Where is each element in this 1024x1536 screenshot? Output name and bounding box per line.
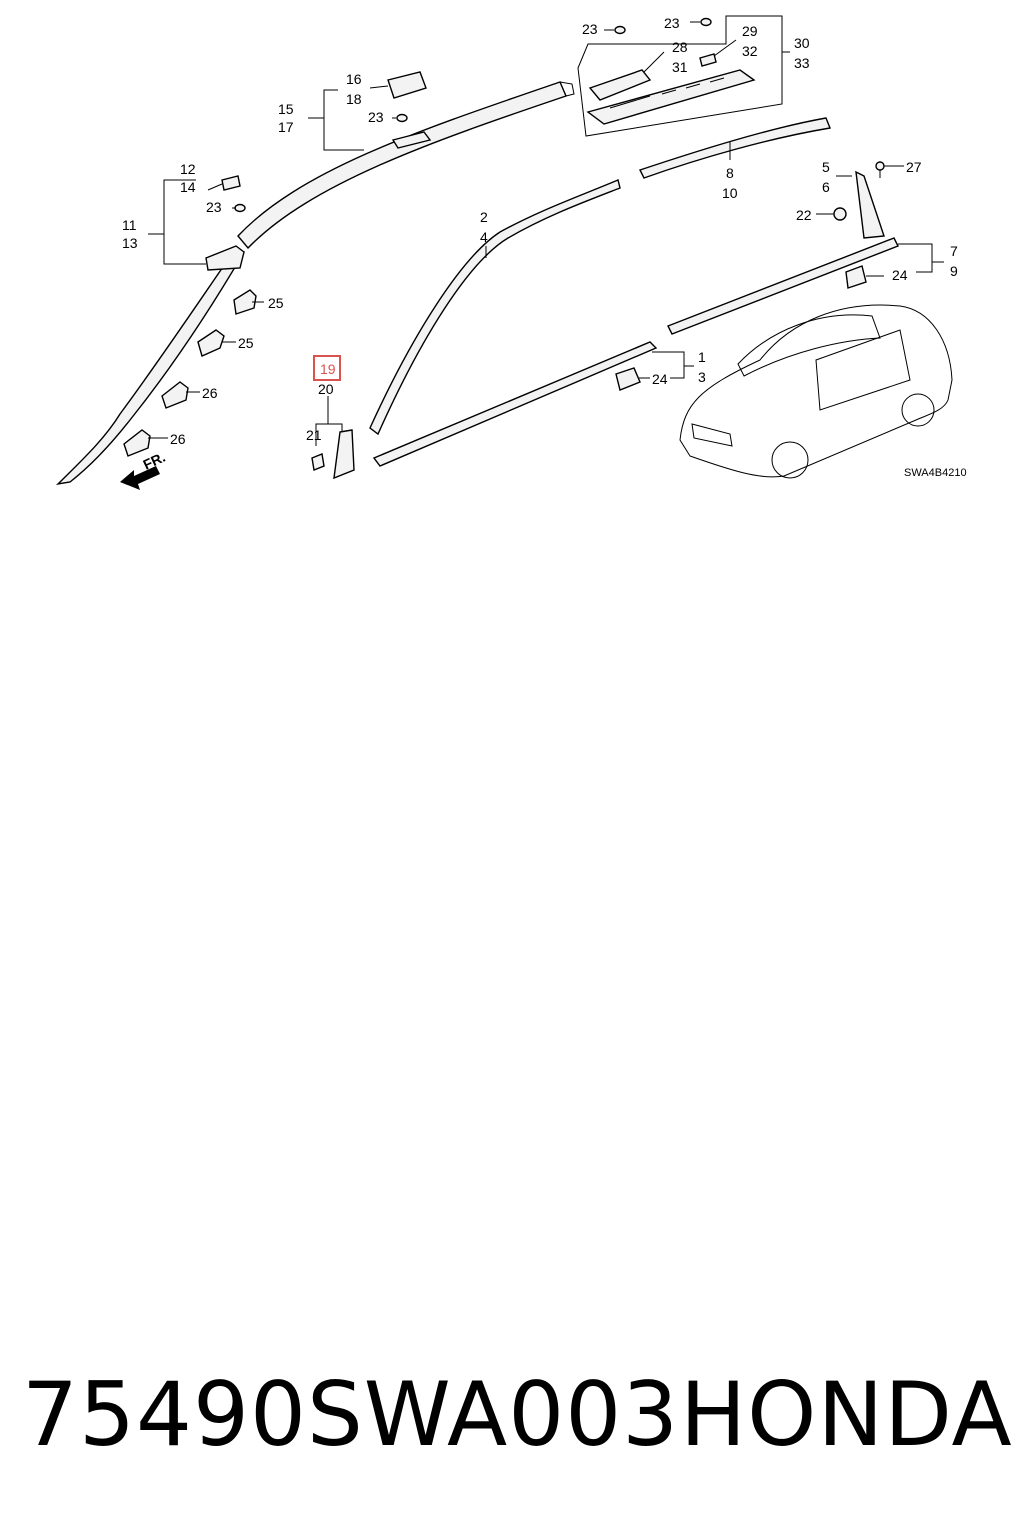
vehicle-illustration xyxy=(679,304,953,479)
callout-19-highlight xyxy=(313,355,341,381)
callout-26-b: 26 xyxy=(170,431,186,447)
callout-18: 18 xyxy=(346,91,362,107)
clip-26-upper xyxy=(161,381,189,409)
callout-14: 14 xyxy=(180,179,196,195)
callout-3: 3 xyxy=(698,369,706,385)
clip-24-front xyxy=(615,367,641,391)
callout-23-c: 23 xyxy=(582,21,598,37)
part-number: 75490SWA003 xyxy=(22,1363,680,1466)
callout-19: 19 xyxy=(320,361,336,377)
callout-26-a: 26 xyxy=(202,385,218,401)
callout-10: 10 xyxy=(722,185,738,201)
callout-labels: 1 2 3 4 5 6 7 8 9 10 11 12 13 14 15 16 1… xyxy=(122,15,958,447)
door-sash-molding xyxy=(369,179,621,436)
callout-21: 21 xyxy=(306,427,322,443)
callout-9: 9 xyxy=(950,263,958,279)
front-belt-molding xyxy=(372,341,658,467)
clip-26-lower xyxy=(123,429,151,457)
brand-name: HONDA xyxy=(680,1363,1013,1466)
clip-21 xyxy=(311,453,325,471)
callout-28: 28 xyxy=(672,39,688,55)
callout-5: 5 xyxy=(822,159,830,175)
callout-24-front: 24 xyxy=(652,371,668,387)
callout-11: 11 xyxy=(122,217,137,233)
rear-belt-molding xyxy=(667,237,899,335)
callout-13: 13 xyxy=(122,235,138,251)
callout-33: 33 xyxy=(794,55,810,71)
roof-rail-assembly xyxy=(577,15,783,137)
callout-16: 16 xyxy=(346,71,362,87)
drawing-code: SWA4B4210 xyxy=(904,467,967,479)
triangle-garnish xyxy=(855,170,885,239)
callout-24-rear: 24 xyxy=(892,267,908,283)
callout-23-b: 23 xyxy=(368,109,384,125)
cap-16-18 xyxy=(387,71,427,99)
callout-17: 17 xyxy=(278,119,294,135)
roof-molding xyxy=(237,81,575,250)
callout-1: 1 xyxy=(698,349,706,365)
nut-23-b xyxy=(396,113,408,123)
callout-22: 22 xyxy=(796,207,812,223)
callout-23-d: 23 xyxy=(664,15,680,31)
callout-7: 7 xyxy=(950,243,958,259)
callout-32: 32 xyxy=(742,43,758,59)
nut-23-d xyxy=(700,17,712,27)
parts-diagram: FR. xyxy=(55,15,967,490)
part-footer: 75490SWA003 HONDA xyxy=(0,1360,1024,1470)
clip-24-rear xyxy=(845,265,867,289)
grommet-22-icon xyxy=(833,207,847,221)
nut-23-a xyxy=(234,203,246,213)
pillar-garnish-20 xyxy=(333,429,355,480)
front-pillar-molding xyxy=(55,245,245,486)
callout-6: 6 xyxy=(822,179,830,195)
callout-31: 31 xyxy=(672,59,688,75)
callout-8: 8 xyxy=(726,165,734,181)
callout-29: 29 xyxy=(742,23,758,39)
callout-25-a: 25 xyxy=(268,295,284,311)
callout-30: 30 xyxy=(794,35,810,51)
drip-molding xyxy=(639,117,831,179)
callout-4: 4 xyxy=(480,229,488,245)
callout-12: 12 xyxy=(180,161,196,177)
clip-25-lower xyxy=(197,329,225,357)
leader-lines xyxy=(148,21,944,446)
callout-20: 20 xyxy=(318,381,334,397)
nut-23-c xyxy=(614,25,626,35)
cap-12-14 xyxy=(221,175,241,191)
screw-27-icon xyxy=(875,161,885,178)
callout-27: 27 xyxy=(906,159,922,175)
callout-15: 15 xyxy=(278,101,294,117)
callout-23-a: 23 xyxy=(206,199,222,215)
callout-25-b: 25 xyxy=(238,335,254,351)
callout-2: 2 xyxy=(480,209,488,225)
front-direction-arrow-icon xyxy=(120,466,160,490)
front-marker-text: FR. xyxy=(141,449,168,473)
